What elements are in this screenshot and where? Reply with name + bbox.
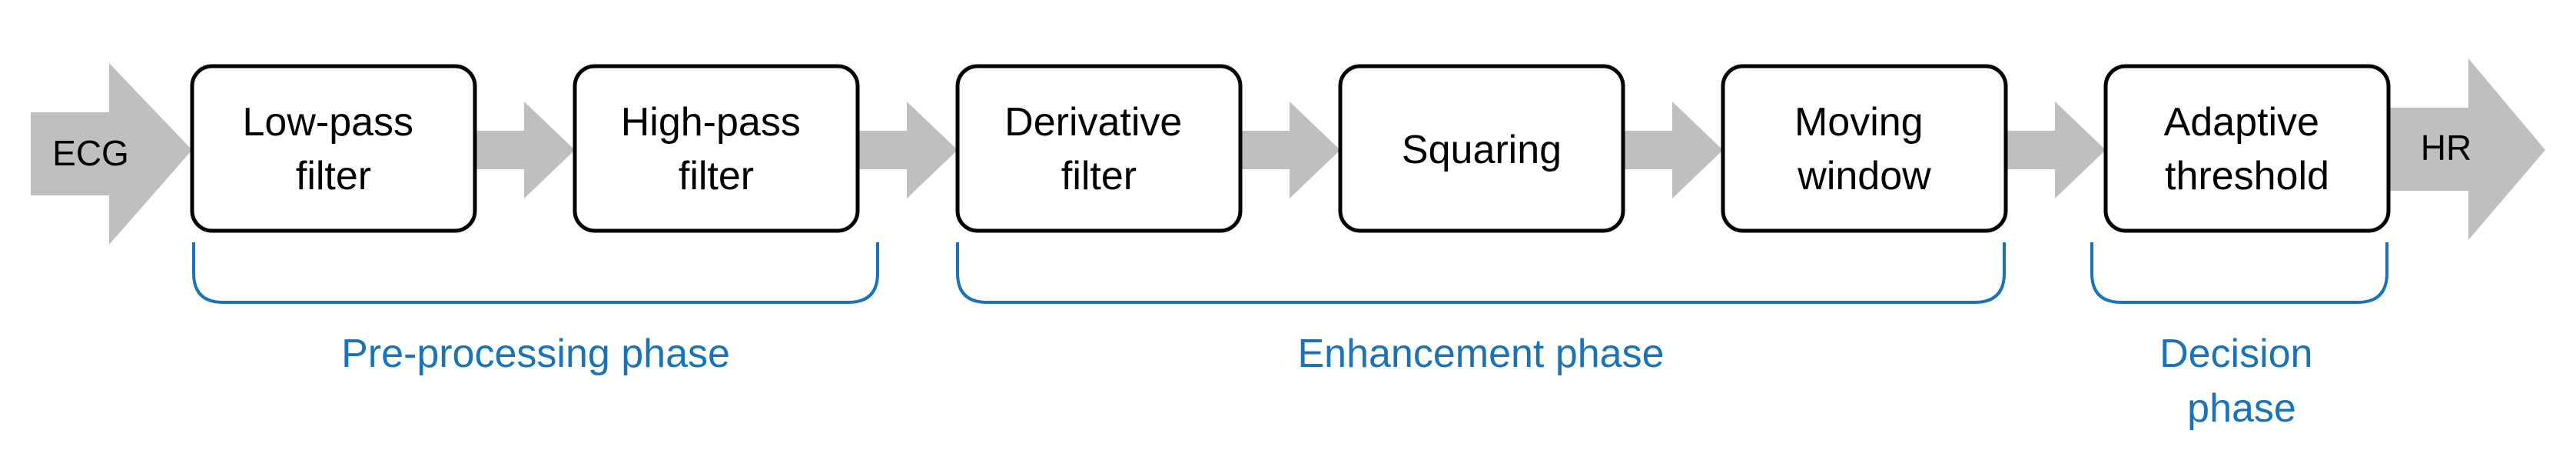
block-high-pass-filter-line-2: filter xyxy=(679,154,754,198)
connector-arrow-2 xyxy=(858,102,958,198)
block-derivative-filter-line-2: filter xyxy=(1061,154,1137,198)
block-squaring: Squaring xyxy=(1338,64,1625,233)
svg-text:High-pass filter: High-pass filter xyxy=(621,100,812,198)
connector-arrow-5 xyxy=(2006,102,2106,198)
phase-label-decision: Decision phase xyxy=(2159,332,2324,431)
block-moving-window-line-1: Moving xyxy=(1794,100,1924,145)
svg-text:Squaring: Squaring xyxy=(1402,128,1562,172)
phase-bracket-enhancement xyxy=(956,242,2006,304)
svg-text:Adaptive threshold: Adaptive threshold xyxy=(2164,100,2331,198)
block-low-pass-filter-line-2: filter xyxy=(296,154,371,198)
connector-arrows xyxy=(475,102,2106,198)
input-arrow-label: ECG xyxy=(52,133,129,173)
svg-text:Moving window: Moving window xyxy=(1794,100,1934,198)
connector-arrow-1 xyxy=(475,102,575,198)
output-arrow-label: HR xyxy=(2421,128,2471,168)
phase-label-pre-processing: Pre-processing phase xyxy=(341,332,730,376)
block-adaptive-threshold-line-2: threshold xyxy=(2165,154,2329,198)
block-low-pass-filter: Low-pass filter xyxy=(190,64,477,233)
connector-arrow-3 xyxy=(1240,102,1340,198)
block-low-pass-filter-line-1: Low-pass xyxy=(242,100,413,145)
block-derivative-filter: Derivative filter xyxy=(955,64,1243,233)
block-adaptive-threshold: Adaptive threshold xyxy=(2103,64,2391,233)
block-squaring-line-1: Squaring xyxy=(1402,128,1562,172)
phase-bracket-pre-processing xyxy=(192,242,879,304)
phase-label-enhancement: Enhancement phase xyxy=(1297,332,1664,376)
phase-bracket-decision xyxy=(2090,242,2388,304)
block-high-pass-filter-line-1: High-pass xyxy=(621,100,801,145)
block-derivative-filter-line-1: Derivative xyxy=(1004,100,1182,145)
block-moving-window-line-2: window xyxy=(1797,154,1931,198)
svg-text:Derivative filter: Derivative filter xyxy=(1004,100,1193,198)
input-arrow: ECG xyxy=(31,63,192,245)
block-high-pass-filter: High-pass filter xyxy=(573,64,860,233)
connector-arrow-4 xyxy=(1623,102,1723,198)
block-adaptive-threshold-line-1: Adaptive xyxy=(2164,100,2319,145)
output-arrow: HR xyxy=(2390,58,2545,240)
svg-text:Low-pass filter: Low-pass filter xyxy=(242,100,424,198)
block-moving-window: Moving window xyxy=(1721,64,2008,233)
